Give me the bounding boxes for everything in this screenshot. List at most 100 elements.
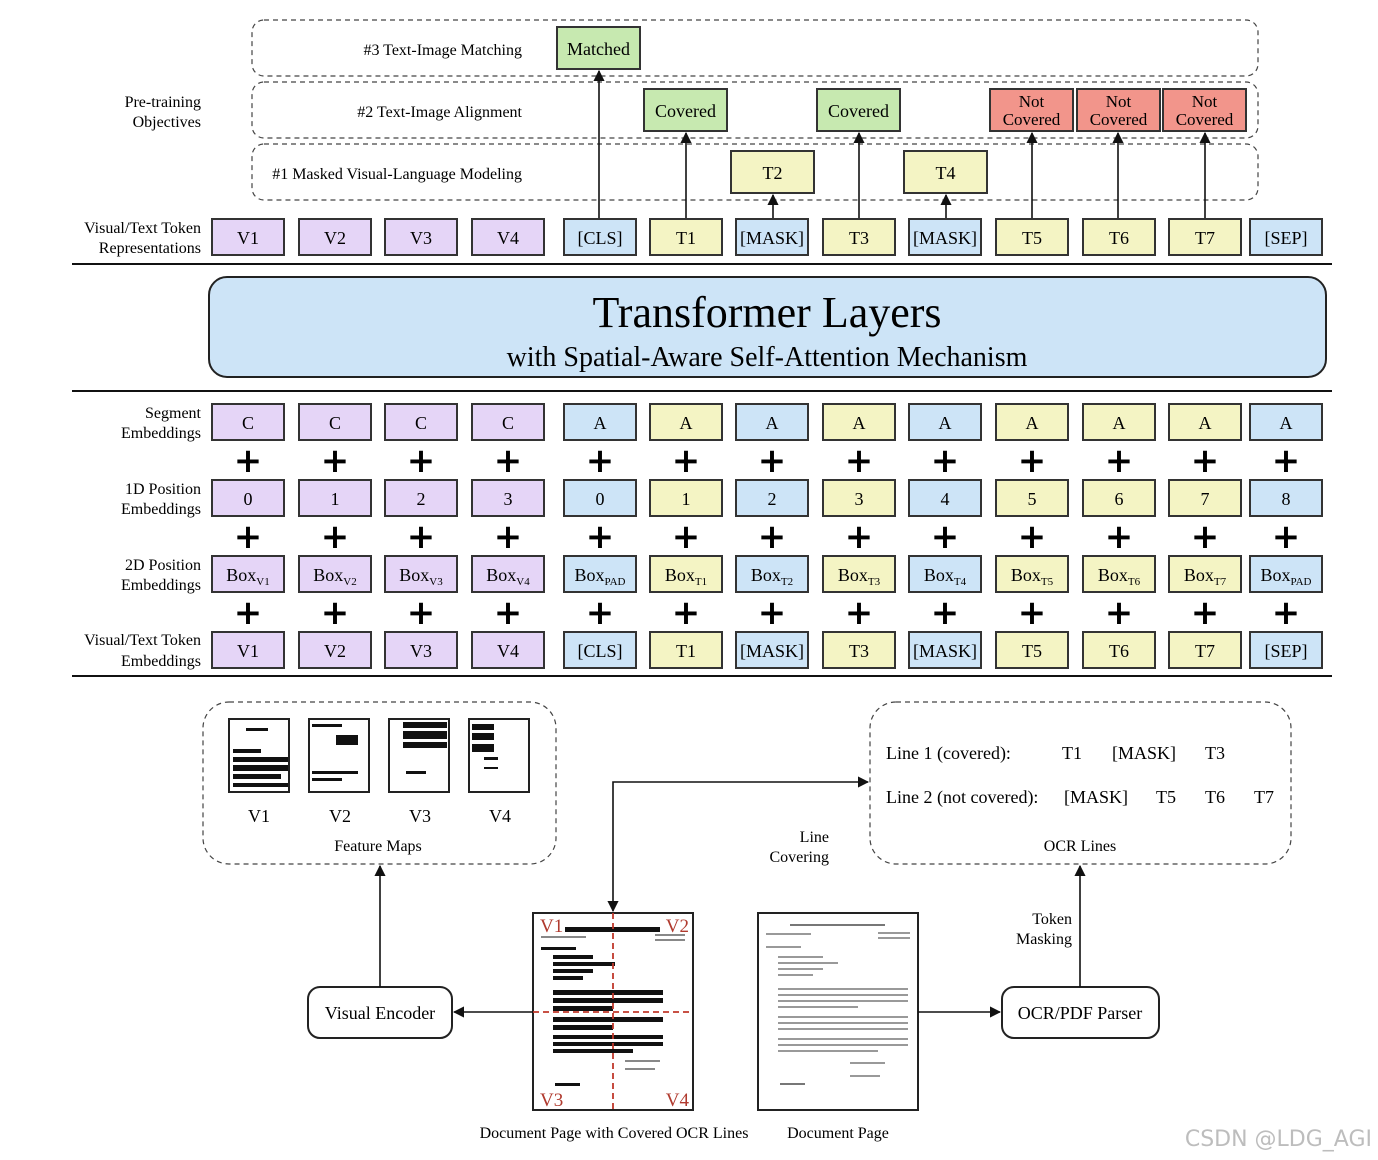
- position-2d-embedding-box: [471, 555, 545, 593]
- doc-text-line: [778, 1038, 908, 1040]
- plus-sign: +: [931, 593, 960, 633]
- position-1d-embedding-label: 6: [1115, 489, 1124, 509]
- position-1d-embedding-box: [211, 479, 285, 517]
- segment-embedding-label: A: [766, 413, 779, 433]
- doc-covered-text-line: [541, 936, 586, 938]
- box-base: Box: [1184, 565, 1214, 585]
- token-embedding-label: [MASK]: [913, 641, 977, 661]
- token-embedding-box: [563, 631, 637, 669]
- token-embedding-box: [298, 631, 372, 669]
- feature-map-v2-redaction: [336, 735, 358, 745]
- feature-map-v3-redaction: [403, 722, 447, 728]
- token-representation-box: [1168, 218, 1242, 256]
- plus-sign: +: [1191, 441, 1220, 481]
- token-embedding-label: V3: [410, 641, 432, 661]
- token-embedding-box: [471, 631, 545, 669]
- document-caption: Document Page: [787, 1125, 889, 1142]
- token-embedding-box: [649, 631, 723, 669]
- doc-text-line: [766, 933, 811, 935]
- mlm-prediction-t4-text: T4: [936, 163, 956, 183]
- token-representations-label-line1: Visual/Text Token: [84, 220, 201, 237]
- doc-covered-redaction: [553, 962, 615, 966]
- ocr-line1-token-t1: T1: [1062, 743, 1082, 763]
- doc-text-line: [778, 1022, 908, 1024]
- plus-sign: +: [586, 517, 615, 557]
- ocr-line2-label: Line 2 (not covered):: [886, 787, 1038, 808]
- transformer-subtitle: with Spatial-Aware Self-Attention Mechan…: [507, 342, 1028, 373]
- feature-map-v1-redaction: [233, 765, 288, 771]
- position-2d-embedding-label: BoxV4: [486, 565, 530, 588]
- plus-sign: +: [672, 593, 701, 633]
- position-2d-embedding-label: BoxT4: [924, 565, 967, 588]
- not-covered-box-t6: [1076, 88, 1161, 132]
- feature-map-v2-redaction: [312, 724, 342, 727]
- position-1d-embedding-box: [822, 479, 896, 517]
- feature-map-v2-redaction: [312, 771, 358, 774]
- token-representation-box: [471, 218, 545, 256]
- plus-sign: +: [321, 593, 350, 633]
- token-embedding-box: [822, 631, 896, 669]
- document-covered-caption: Document Page with Covered OCR Lines: [480, 1125, 749, 1142]
- plus-sign: +: [234, 593, 263, 633]
- not-covered-box-t5: [989, 88, 1074, 132]
- line-covering-label-line1: Line: [800, 829, 829, 846]
- doc-text-line: [778, 1006, 858, 1008]
- position-1d-embedding-label: 8: [1282, 489, 1291, 509]
- not-covered-text-t6-line1: Not: [1106, 92, 1132, 111]
- not-covered-text-t7-line1: Not: [1192, 92, 1218, 111]
- token-masking-label-line1: Token: [1032, 911, 1072, 928]
- position-1d-label-line2: Embeddings: [121, 501, 201, 518]
- objective-row-2-frame: [251, 81, 1259, 139]
- position-2d-embedding-label: BoxT3: [838, 565, 881, 588]
- box-subscript: T3: [868, 576, 881, 588]
- token-representation-label: [SEP]: [1264, 228, 1307, 248]
- segment-embedding-box: [1168, 403, 1242, 441]
- feature-map-v1-redaction: [246, 728, 268, 731]
- segment-embedding-label: A: [1113, 413, 1126, 433]
- token-representation-box: [563, 218, 637, 256]
- not-covered-t5: Not Covered: [989, 88, 1074, 132]
- ocr-lines-frame: [869, 701, 1292, 865]
- ocr-line2-token-mask: [MASK]: [1064, 787, 1128, 807]
- segment-embedding-box: [384, 403, 458, 441]
- plus-sign: +: [1105, 441, 1134, 481]
- position-1d-embedding-label: 1: [331, 489, 340, 509]
- position-1d-embedding-label: 4: [941, 489, 950, 509]
- plus-sign: +: [1191, 593, 1220, 633]
- position-1d-embedding-box: [298, 479, 372, 517]
- token-embedding-box: [1168, 631, 1242, 669]
- plus-sign: +: [758, 593, 787, 633]
- token-embedding-label: V1: [237, 641, 259, 661]
- transformer-title: Transformer Layers: [592, 288, 941, 337]
- objective-text-image-alignment-label: #2 Text-Image Alignment: [357, 104, 522, 121]
- doc-covered-text-line: [625, 1060, 660, 1062]
- plus-sign: +: [1105, 517, 1134, 557]
- position-2d-label-line2: Embeddings: [121, 577, 201, 594]
- feature-map-v4-redaction: [484, 757, 498, 760]
- plus-sign: +: [1105, 593, 1134, 633]
- plus-row-1: +++++++++++++: [234, 441, 1301, 481]
- token-representation-label: V4: [497, 228, 519, 248]
- plus-sign: +: [321, 517, 350, 557]
- arrow-line-covering: [607, 781, 838, 913]
- plus-sign: +: [234, 517, 263, 557]
- ocr-line2-token-t5: T5: [1156, 787, 1176, 807]
- not-covered-text-t5-line1: Not: [1019, 92, 1045, 111]
- plus-sign: +: [407, 593, 436, 633]
- not-covered-text-t7-line2: Covered: [1176, 110, 1234, 129]
- pretraining-objectives: Pre-training Objectives #3 Text-Image Ma…: [125, 19, 1259, 219]
- doc-text-line: [780, 1083, 805, 1085]
- position-1d-embedding-box: [563, 479, 637, 517]
- feature-map-label-v2: V2: [329, 806, 351, 826]
- segment-embedding-box: [1082, 403, 1156, 441]
- doc-covered-redaction: [553, 955, 593, 959]
- ocr-line2-token-t7: T7: [1254, 787, 1274, 807]
- token-embeddings-label-line2: Embeddings: [121, 653, 201, 670]
- segment-embedding-box: [1249, 403, 1323, 441]
- feature-map-v4-redaction: [472, 744, 494, 752]
